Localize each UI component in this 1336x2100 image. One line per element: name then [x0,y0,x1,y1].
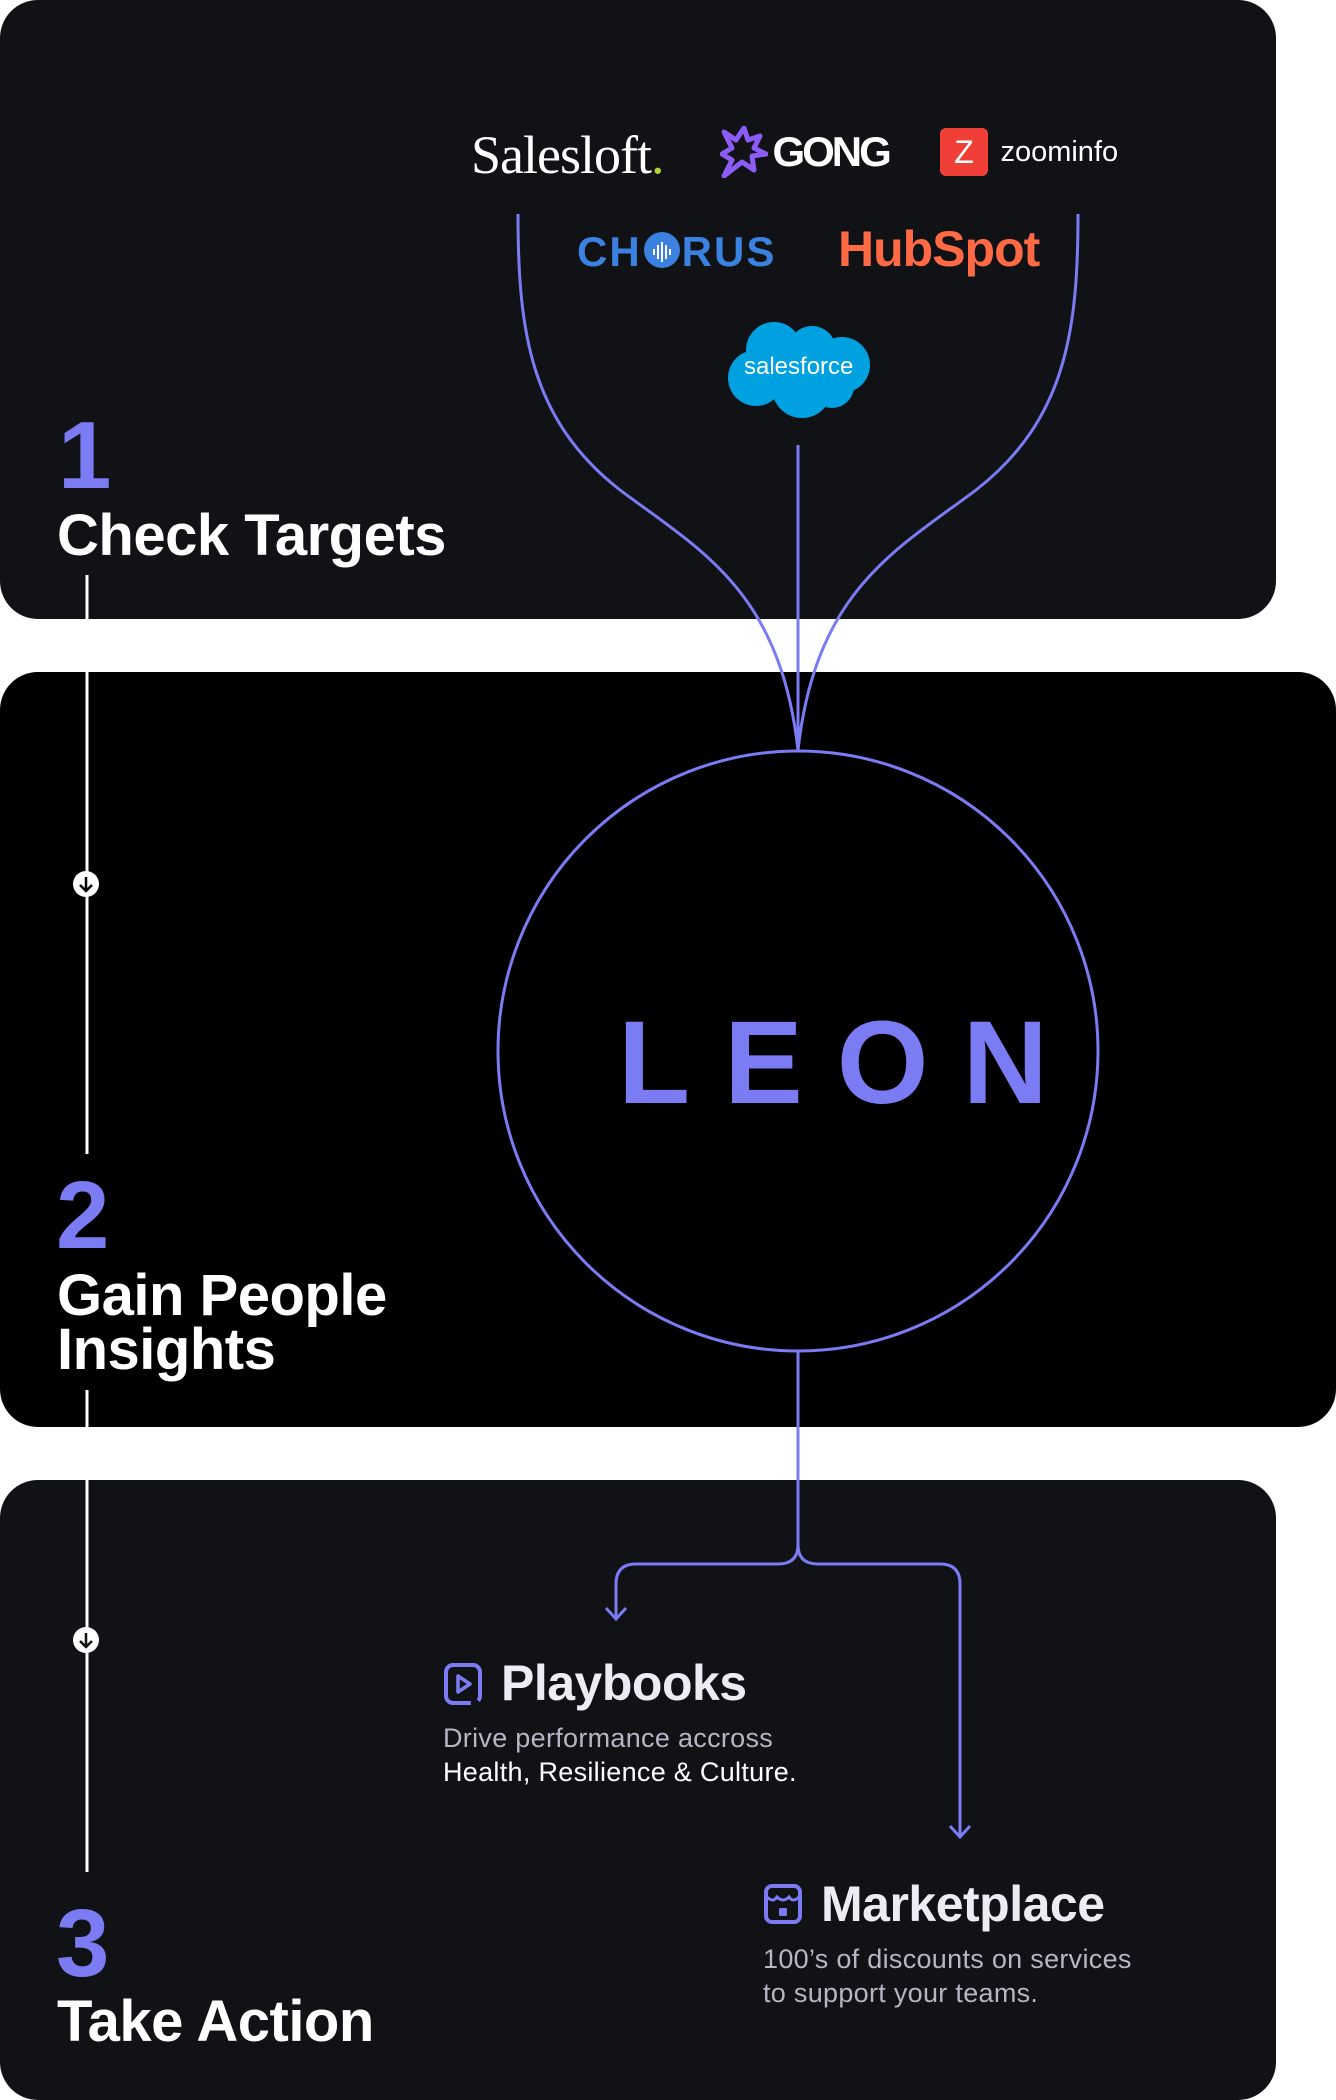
step-title: Check Targets [57,503,446,568]
feature-desc: to support your teams. [763,1978,1039,2008]
hubspot-logo: HubSpot [838,221,1040,277]
gong-logo: GONG [719,125,892,179]
arrow-down-icon [948,1824,972,1840]
storefront-icon [763,1883,803,1930]
step-number: 1 [58,402,112,509]
step-title: Take Action [57,1989,374,2054]
salesforce-logo: salesforce [724,320,872,420]
arrow-down-icon [604,1606,628,1622]
zoominfo-logo: Z zoominfo [940,128,1118,176]
step-title-line: Insights [57,1317,276,1382]
feature-desc: Health, Resilience & Culture. [443,1757,797,1787]
leon-logo: LEON [618,997,1082,1129]
take-action-panel [0,1480,1276,2100]
feature-desc: Drive performance accross [443,1723,774,1753]
connector-right [796,213,1080,751]
play-icon [443,1662,483,1711]
step-title-line: Gain People [57,1263,387,1328]
feature-title: Marketplace [821,1876,1105,1932]
timeline-arrow-icon [73,1627,99,1653]
connector-split [614,1351,800,1618]
chorus-wave-icon [643,232,680,268]
gong-burst-icon [719,125,769,179]
step-number: 2 [56,1162,110,1269]
zoominfo-z-icon: Z [940,128,988,176]
salesloft-logo: Salesloft. [471,125,664,185]
timeline-arrow-icon [73,871,99,897]
feature-desc: 100’s of discounts on services [763,1944,1132,1974]
connector-left [516,213,800,751]
step-number: 3 [56,1890,110,1997]
check-targets-panel [0,0,1276,619]
gain-insights-panel [0,672,1336,1427]
feature-title: Playbooks [501,1655,747,1711]
